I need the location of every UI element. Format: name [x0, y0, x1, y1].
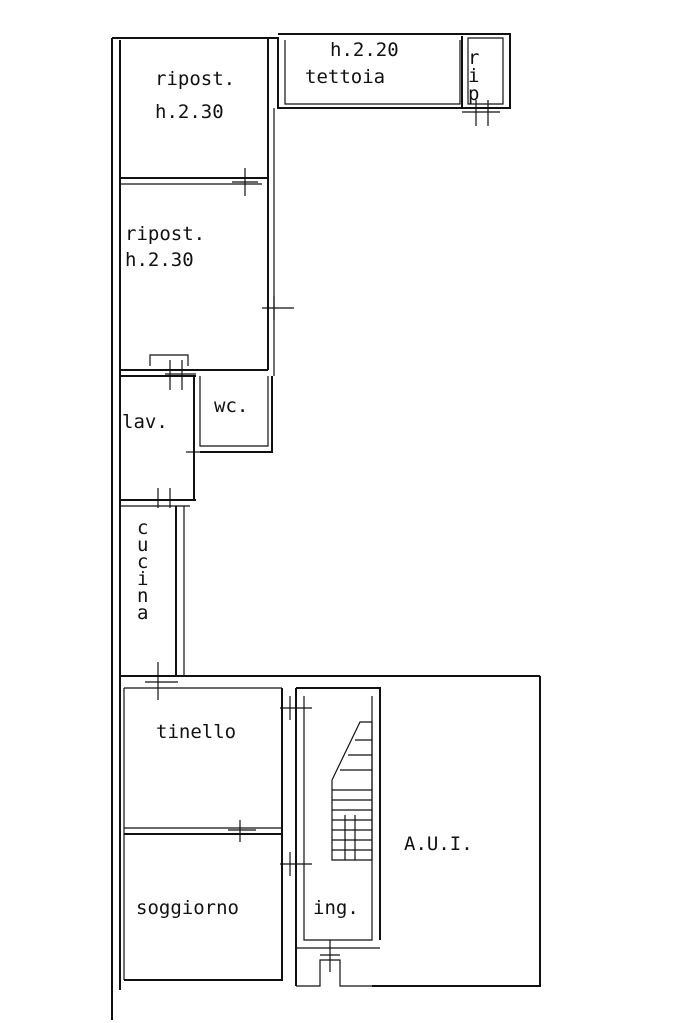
label-cucina-a: a — [137, 602, 148, 624]
door-marks — [145, 100, 500, 972]
label-cucina-c1: c — [137, 517, 148, 539]
label-cucina-c2: c — [137, 551, 148, 573]
label-wc: wc. — [214, 395, 248, 417]
label-ripostiglio-top: ripost. — [155, 68, 235, 90]
label-cucina-i: i — [137, 568, 148, 590]
label-ripostiglio-mid-height: h.2.30 — [125, 249, 194, 271]
label-tinello: tinello — [156, 721, 236, 743]
label-ingresso: ing. — [313, 897, 359, 919]
walls-ingresso — [295, 687, 381, 987]
label-cucina-u: u — [137, 534, 148, 556]
walls-cucina — [175, 506, 185, 676]
label-tettoia-height: h.2.20 — [330, 39, 399, 61]
label-aui: A.U.I. — [404, 833, 473, 855]
stair — [331, 721, 373, 861]
label-ripostiglio-top-height: h.2.30 — [155, 101, 224, 123]
label-ripostiglio-mid: ripost. — [125, 223, 205, 245]
label-lavanderia: lav. — [122, 411, 168, 433]
walls-service — [120, 375, 273, 507]
walls-living — [120, 675, 540, 981]
label-rip-r: r — [468, 47, 479, 69]
label-rip-p: p — [468, 83, 479, 105]
label-rip-i: i — [468, 65, 479, 87]
walls-aui — [372, 676, 541, 987]
walls-top — [111, 33, 511, 1020]
label-tettoia: tettoia — [305, 66, 385, 88]
label-cucina-n: n — [137, 585, 148, 607]
label-soggiorno: soggiorno — [136, 897, 239, 919]
